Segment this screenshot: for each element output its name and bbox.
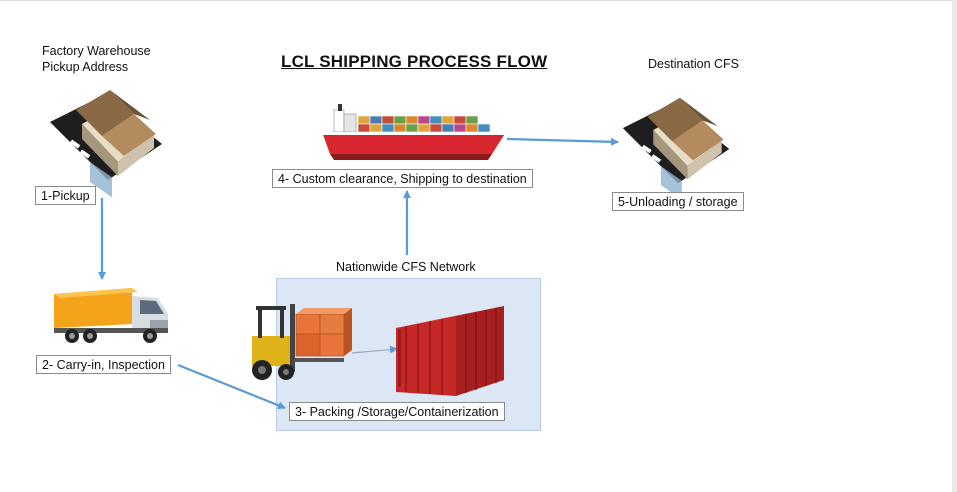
warehouse-icon	[50, 90, 162, 198]
step-2-carry-in-inspection: 2- Carry-in, Inspection	[36, 355, 171, 374]
frame-top-border	[0, 0, 957, 1]
step-3-packing-containerization: 3- Packing /Storage/Containerization	[289, 402, 505, 421]
destination-warehouse-icon	[622, 97, 730, 200]
shipping-container-icon	[396, 306, 504, 396]
step-1-pickup: 1-Pickup	[35, 186, 96, 205]
factory-label-line2: Pickup Address	[42, 60, 129, 74]
step-4-custom-clearance-shipping: 4- Custom clearance, Shipping to destina…	[272, 169, 533, 188]
step-5-unloading-storage: 5-Unloading / storage	[612, 192, 744, 211]
page-title: LCL SHIPPING PROCESS FLOW	[281, 52, 548, 71]
cargo-ship-icon	[322, 104, 506, 160]
arrow-forklift-to-container	[351, 345, 398, 354]
arrow-ship-to-destination	[506, 137, 619, 146]
frame-right-border	[952, 0, 957, 492]
factory-warehouse-label: Factory Warehouse Pickup Address	[42, 43, 151, 75]
forklift-icon	[252, 304, 352, 380]
truck-icon	[54, 288, 168, 343]
cfs-network-label: Nationwide CFS Network	[336, 260, 476, 274]
arrow-carryin-to-packing	[177, 363, 286, 410]
destination-cfs-label: Destination CFS	[648, 57, 740, 71]
factory-label-line1: Factory Warehouse	[42, 44, 151, 58]
